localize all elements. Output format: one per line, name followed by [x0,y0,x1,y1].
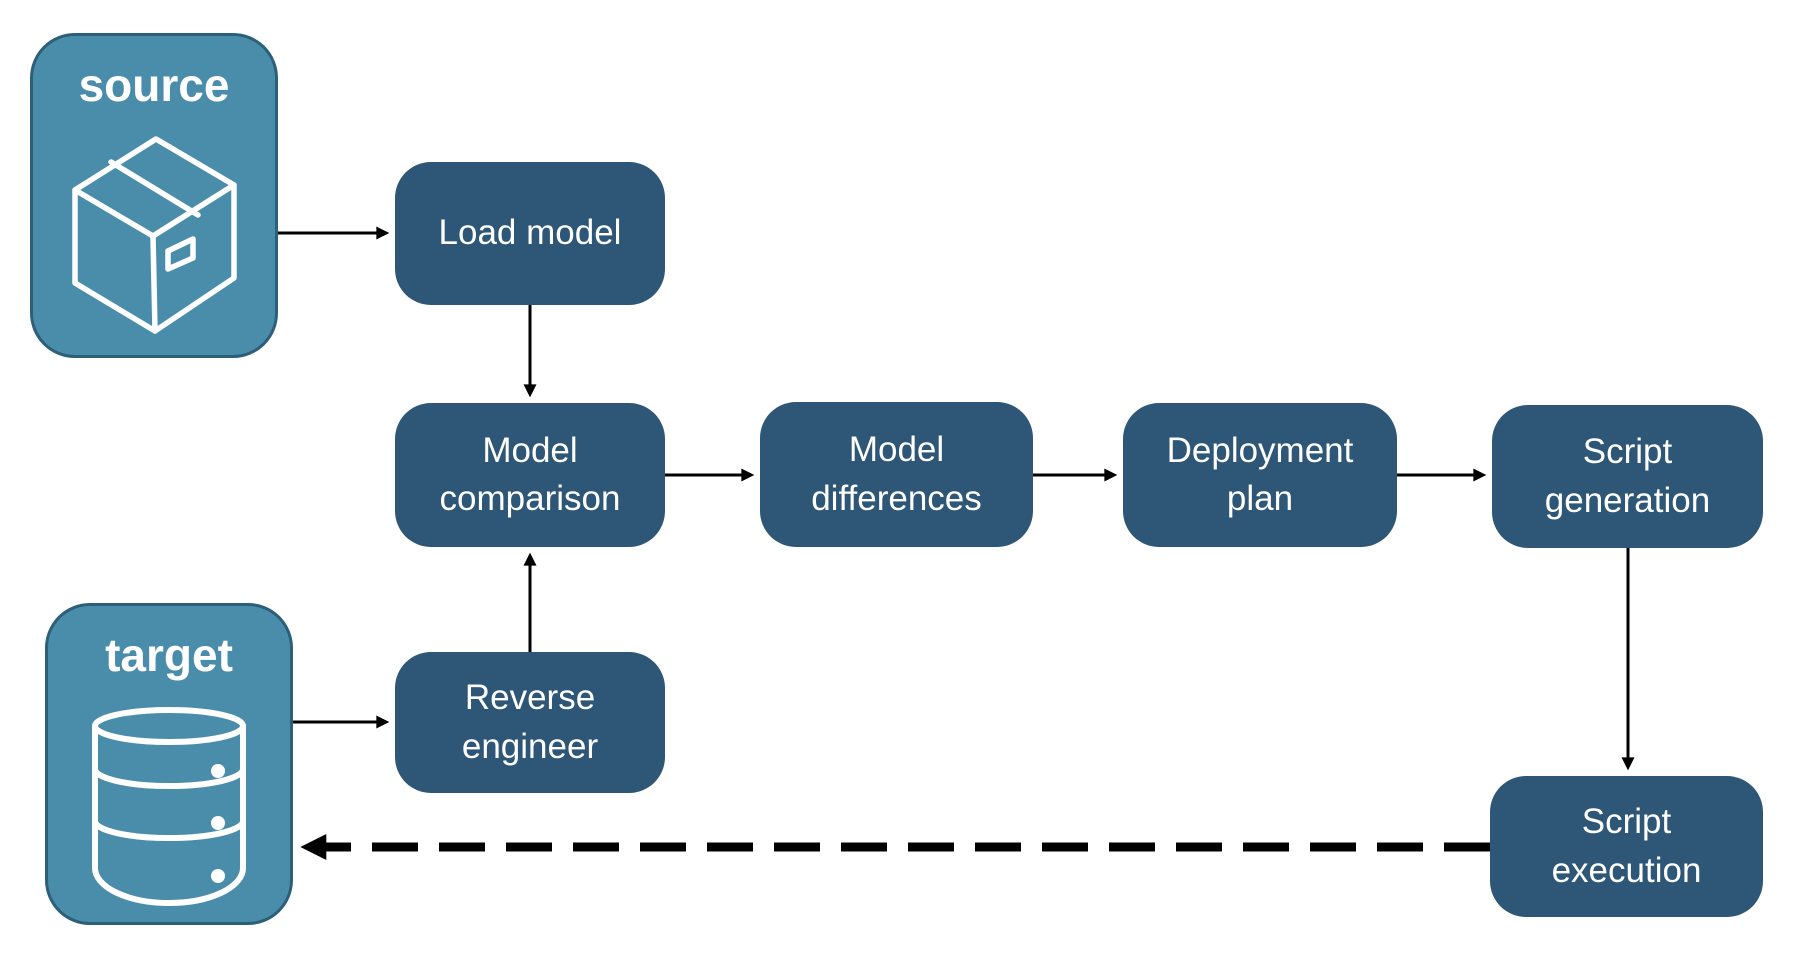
node-model-comparison: Model comparison [395,403,665,547]
node-reverse-engineer: Reverse engineer [395,652,665,793]
node-model-differences: Model differences [760,402,1033,547]
node-model-comparison-label: Model comparison [439,430,621,518]
node-script-generation-label: Script generation [1544,432,1711,520]
endpoint-source-label: source [78,59,230,111]
node-reverse-engineer-label: Reverse engineer [461,678,599,766]
node-load-model: Load model [395,162,665,305]
endpoint-target: target [45,603,293,925]
node-script-execution: Script execution [1490,776,1763,917]
node-model-differences-label: Model differences [811,430,982,518]
endpoint-source: source [30,33,278,358]
node-script-generation: Script generation [1492,405,1763,548]
package-icon [71,136,237,334]
database-icon [92,707,246,906]
node-script-execution-label: Script execution [1551,802,1702,890]
node-deployment-plan-label: Deployment plan [1166,430,1354,518]
node-deployment-plan: Deployment plan [1123,403,1397,547]
endpoint-target-label: target [105,629,233,681]
node-load-model-label: Load model [438,213,622,253]
